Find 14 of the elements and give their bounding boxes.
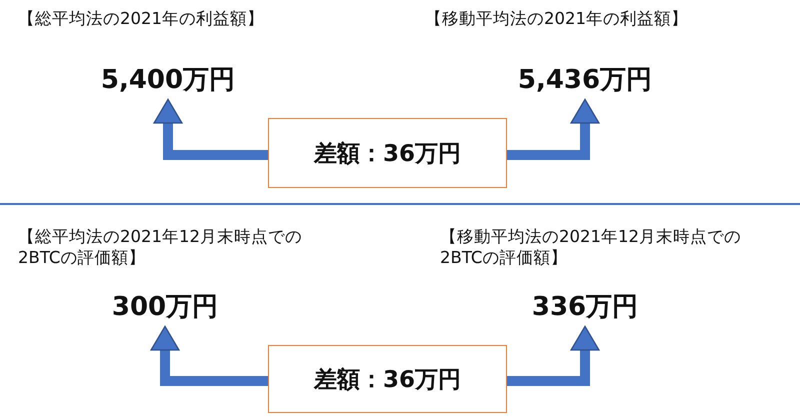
section-heading: 【移動平均法の2021年12月末時点での2BTCの評価額】 [440,226,742,269]
arrow [150,326,268,386]
arrow [153,98,268,160]
arrow [507,98,600,160]
arrow [507,326,600,386]
difference-box: 差額：36万円 [268,345,507,413]
section-heading: 【移動平均法の2021年の利益額】 [425,8,689,30]
amount-value: 336万円 [520,285,650,327]
section-heading: 【総平均法の2021年の利益額】 [18,8,265,30]
amount-value: 5,436万円 [505,58,665,100]
section-heading: 【総平均法の2021年12月末時点での2BTCの評価額】 [18,226,303,269]
amount-value: 300万円 [100,285,230,327]
difference-box: 差額：36万円 [268,118,507,188]
amount-value: 5,400万円 [88,58,248,100]
